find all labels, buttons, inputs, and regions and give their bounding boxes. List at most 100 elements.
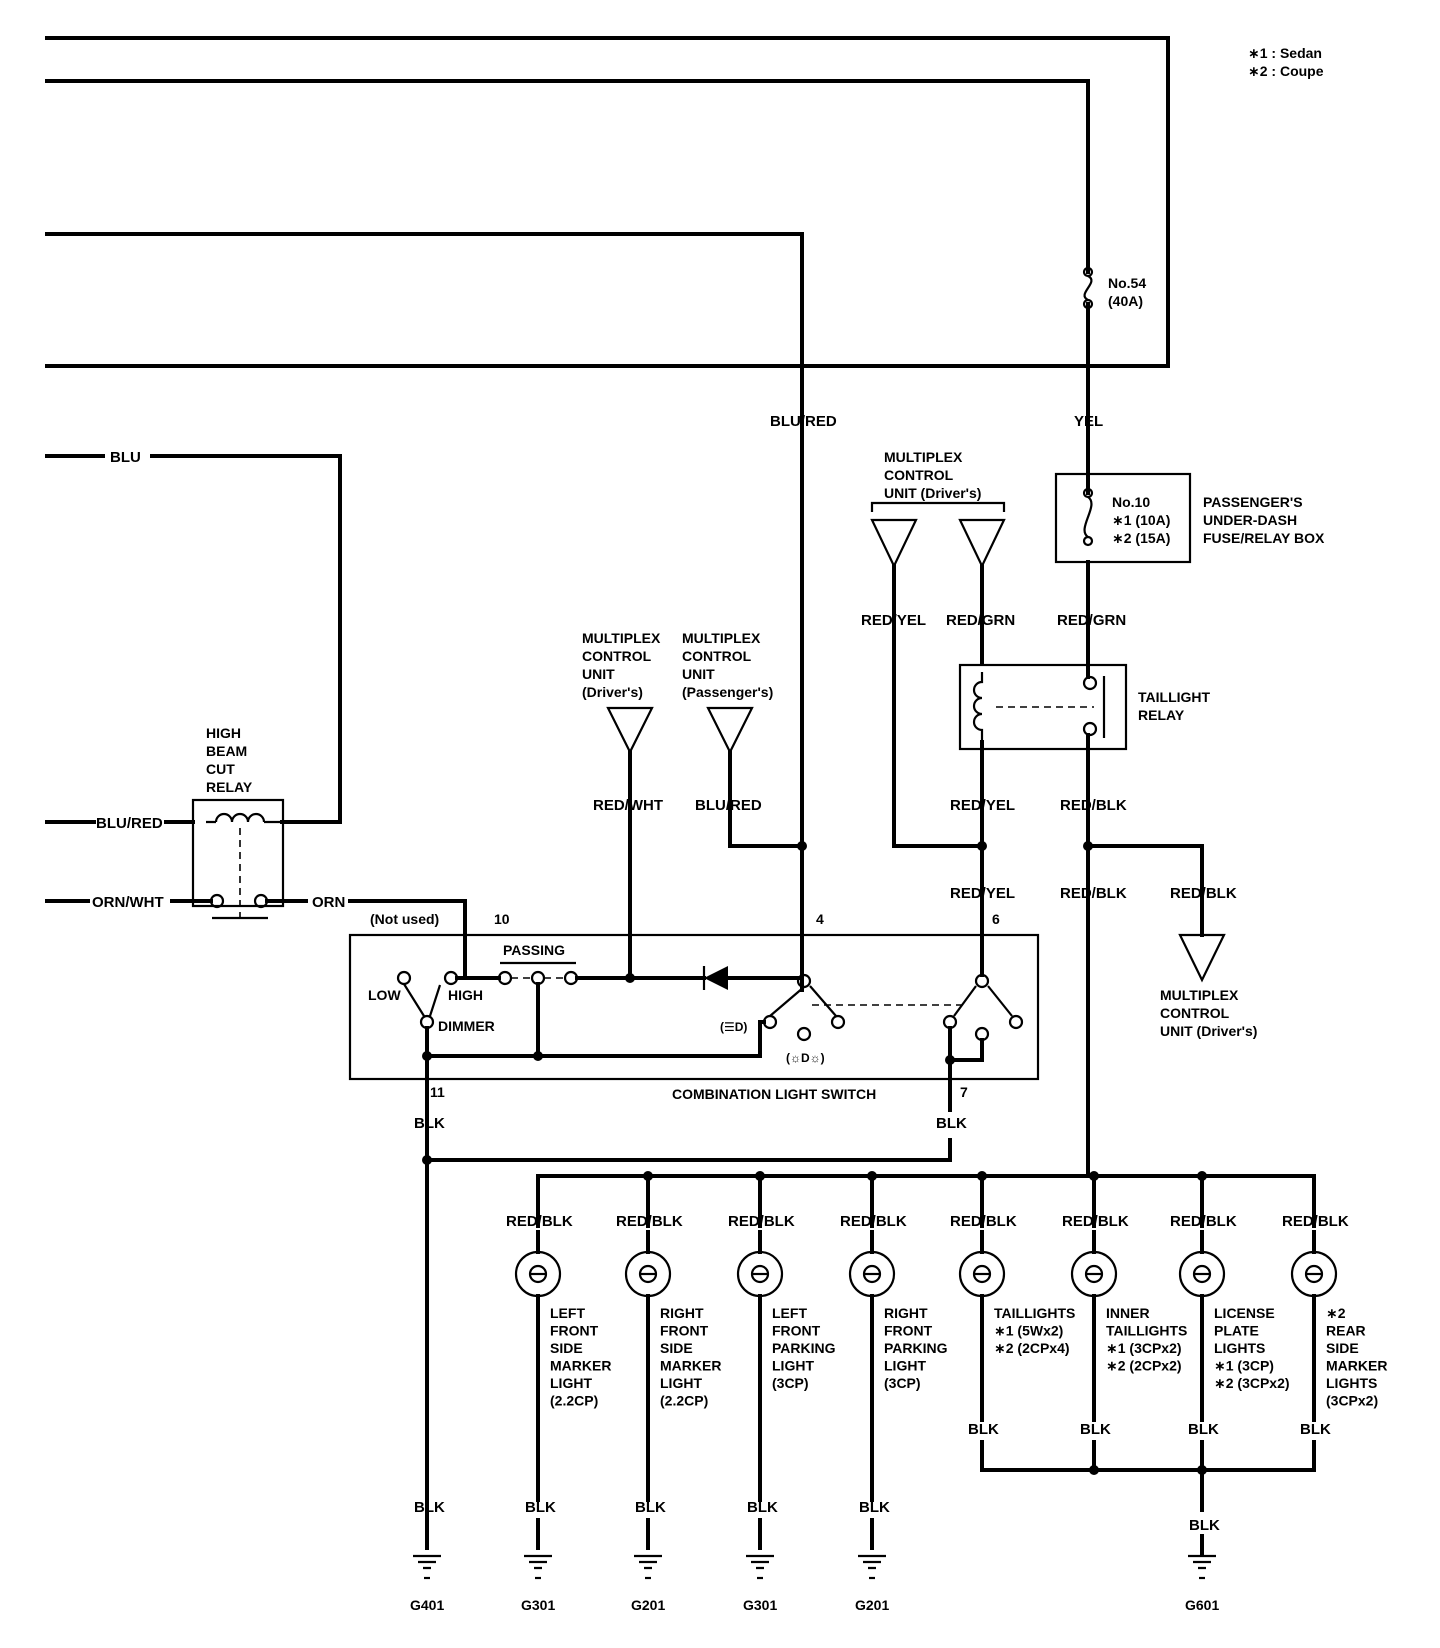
mcu-passenger-line4: (Passenger's) [682, 684, 773, 700]
mcu-passenger-line3: UNIT [682, 666, 715, 682]
lamp-2-label-2: FRONT [660, 1323, 709, 1339]
mcu-top-output-1 [870, 518, 918, 569]
ground-3-blk-label: BLK [635, 1499, 666, 1516]
switch-name: COMBINATION LIGHT SWITCH [672, 1086, 876, 1102]
wire-label-blk-7: BLK [936, 1115, 967, 1132]
switch-pos-b: (☼D☼) [786, 1051, 825, 1065]
high-beam-relay-line2: BEAM [206, 743, 247, 759]
wire-label-red-yel-c: RED/YEL [950, 885, 1015, 902]
legend: ∗1 : Sedan ∗2 : Coupe [1248, 45, 1324, 79]
high-beam-relay-line1: HIGH [206, 725, 241, 741]
ground-2-blk-label: BLK [525, 1499, 556, 1516]
mcu-top-line3: UNIT (Driver's) [884, 485, 981, 501]
lamp-4-label-3: PARKING [884, 1340, 948, 1356]
mcu-top-line2: CONTROL [884, 467, 954, 483]
lamp-7-wire-label: RED/BLK [1170, 1213, 1237, 1230]
lamp-6-wire-label: RED/BLK [1062, 1213, 1129, 1230]
mcu-right: MULTIPLEX CONTROL UNIT (Driver's) [1086, 844, 1257, 1039]
mcu-driver-line4: (Driver's) [582, 684, 643, 700]
switch-pin-4: 4 [816, 911, 824, 927]
switch-pin-11: 11 [430, 1084, 445, 1100]
mcu-passenger-line2: CONTROL [682, 648, 752, 664]
switch-pin-7: 7 [960, 1084, 968, 1100]
lamp-1-label-6: (2.2CP) [550, 1393, 598, 1409]
lamp-1-wire-label: RED/BLK [506, 1213, 573, 1230]
lamp-8-label-4: MARKER [1326, 1358, 1387, 1374]
ground-4-label: G301 [743, 1597, 777, 1613]
lamp-3-label-2: FRONT [772, 1323, 821, 1339]
mcu-passenger-line1: MULTIPLEX [682, 630, 761, 646]
wire-label-orn: ORN [312, 894, 345, 911]
taillight-relay: TAILLIGHT RELAY [958, 560, 1211, 1178]
wire-label-red-wht: RED/WHT [593, 797, 663, 814]
combination-light-switch: (Not used) 10 4 6 11 7 COMBINATION LIGHT… [348, 911, 1040, 1102]
fuse-10-sedan: ∗1 (10A) [1112, 512, 1170, 528]
ground-2-label: G301 [521, 1597, 555, 1613]
lamp-group: RED/BLK LEFT FRONT SIDE MARKER LIGHT (2.2CP) RE… [506, 1171, 1387, 1502]
wire-label-red-yel-a: RED/YEL [861, 612, 926, 629]
mcu-top-output-2 [958, 518, 1006, 569]
fuse-54: No.54 (40A) [1082, 266, 1146, 310]
lamp-6-label-1: INNER [1106, 1305, 1150, 1321]
taillight-relay-line2: RELAY [1138, 707, 1185, 723]
mcu-passenger: MULTIPLEX CONTROL UNIT (Passenger's) BLU… [682, 630, 804, 848]
wire-label-red-blk-b: RED/BLK [1060, 885, 1127, 902]
wire-label-blk-g601: BLK [1189, 1517, 1220, 1534]
switch-not-used: (Not used) [370, 911, 439, 927]
lamp-7-label-4: ∗1 (3CP) [1214, 1358, 1274, 1374]
lamp-2-label-6: (2.2CP) [660, 1393, 708, 1409]
ground-4-blk-label: BLK [747, 1499, 778, 1516]
lamp-1-label-1: LEFT [550, 1305, 585, 1321]
ground-1-label: G401 [410, 1597, 444, 1613]
lamp-1-label-3: SIDE [550, 1340, 583, 1356]
lamp-8-label-2: REAR [1326, 1323, 1366, 1339]
lamp-8-blk-label: BLK [1300, 1421, 1331, 1438]
lamp-5-wire-label: RED/BLK [950, 1213, 1017, 1230]
ground-5-label: G201 [855, 1597, 889, 1613]
mcu-right-line2: CONTROL [1160, 1005, 1230, 1021]
mcu-right-line3: UNIT (Driver's) [1160, 1023, 1257, 1039]
lamp-3-label-3: PARKING [772, 1340, 836, 1356]
lamp-2-label-1: RIGHT [660, 1305, 704, 1321]
wire-label-blu-red-pass: BLU/RED [695, 797, 762, 814]
lamp-7-label-3: LIGHTS [1214, 1340, 1265, 1356]
wire-label-red-grn-a: RED/GRN [946, 612, 1015, 629]
lamp-6-blk-label: BLK [1080, 1421, 1111, 1438]
lamp-3-label-5: (3CP) [772, 1375, 809, 1391]
switch-dimmer: DIMMER [438, 1018, 495, 1034]
mcu-top-line1: MULTIPLEX [884, 449, 963, 465]
wire-label-blu-red-top: BLU/RED [770, 413, 837, 430]
legend-sedan: ∗1 : Sedan [1248, 45, 1322, 61]
lamp-4-wire-label: RED/BLK [840, 1213, 907, 1230]
lamp-7-label-5: ∗2 (3CPx2) [1214, 1375, 1290, 1391]
lamp-6-label-3: ∗1 (3CPx2) [1106, 1340, 1182, 1356]
lamp-4-label-1: RIGHT [884, 1305, 928, 1321]
lamp-8-label-5: LIGHTS [1326, 1375, 1377, 1391]
lamp-5-blk-label: BLK [968, 1421, 999, 1438]
wire-label-red-grn-b: RED/GRN [1057, 612, 1126, 629]
fuse-box-line3: FUSE/RELAY BOX [1203, 530, 1325, 546]
lamp-2-label-4: MARKER [660, 1358, 721, 1374]
high-beam-cut-relay: BLU BLU/RED ORN/WHT ORN HIGH BEAM CUT RE… [45, 449, 467, 980]
fuse-box-line2: UNDER-DASH [1203, 512, 1297, 528]
wire-label-orn-wht: ORN/WHT [92, 894, 164, 911]
lamp-7-label-2: PLATE [1214, 1323, 1259, 1339]
lamp-8-label-6: (3CPx2) [1326, 1393, 1378, 1409]
lamp-8-label-1: ∗2 [1326, 1305, 1346, 1321]
switch-high: HIGH [448, 987, 483, 1003]
lamp-6-label-4: ∗2 (2CPx2) [1106, 1358, 1182, 1374]
lamp-4-label-5: (3CP) [884, 1375, 921, 1391]
lamp-4-label-4: LIGHT [884, 1358, 926, 1374]
lamp-1-label-5: LIGHT [550, 1375, 592, 1391]
mcu-right-line1: MULTIPLEX [1160, 987, 1239, 1003]
